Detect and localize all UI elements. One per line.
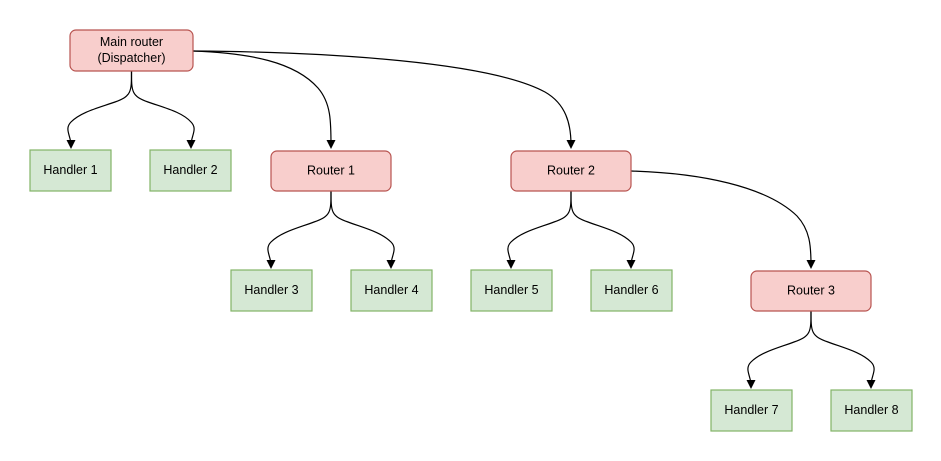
node-handler-4[interactable]: Handler 4 <box>350 269 433 312</box>
node-handler-3[interactable]: Handler 3 <box>230 269 313 312</box>
node-label: Handler 8 <box>844 403 898 417</box>
node-handler-7[interactable]: Handler 7 <box>710 389 793 432</box>
edge-line <box>192 50 332 146</box>
edge-main-router-to-handler-1 <box>66 70 133 149</box>
edge-main-router-to-router-2 <box>192 50 576 149</box>
edge-line <box>67 70 133 146</box>
arrow-head-icon <box>186 140 196 149</box>
edge-line <box>130 70 195 146</box>
node-label: Main router <box>100 35 163 49</box>
edges-layer <box>66 50 876 389</box>
edge-line <box>330 190 395 266</box>
edge-line <box>507 190 572 266</box>
node-box-router[interactable] <box>69 29 194 72</box>
node-label: Handler 5 <box>484 283 538 297</box>
node-box-handler[interactable] <box>470 269 553 312</box>
node-label: Router 3 <box>787 283 835 297</box>
arrow-head-icon <box>506 260 516 269</box>
node-router-3[interactable]: Router 3 <box>750 270 872 312</box>
edge-main-router-to-router-1 <box>192 50 336 149</box>
arrow-head-icon <box>566 140 576 149</box>
node-router-1[interactable]: Router 1 <box>270 150 392 192</box>
edge-router-2-to-handler-6 <box>570 190 636 269</box>
node-box-handler[interactable] <box>830 389 913 432</box>
edge-router-1-to-handler-4 <box>330 190 396 269</box>
edge-main-router-to-handler-2 <box>130 70 196 149</box>
node-box-handler[interactable] <box>230 269 313 312</box>
nodes-layer: Main router (Dispatcher) Handler 1 Handler … <box>29 29 913 432</box>
arrow-head-icon <box>386 260 396 269</box>
node-main-router[interactable]: Main router (Dispatcher) <box>69 29 194 72</box>
node-label: Handler 1 <box>43 163 97 177</box>
node-box-router[interactable] <box>750 270 872 312</box>
node-label: Handler 7 <box>724 403 778 417</box>
arrow-head-icon <box>866 380 876 389</box>
node-handler-1[interactable]: Handler 1 <box>29 149 112 192</box>
node-box-handler[interactable] <box>149 149 232 192</box>
edge-line <box>630 170 812 266</box>
node-label: (Dispatcher) <box>97 51 165 65</box>
edge-router-3-to-handler-7 <box>746 310 812 389</box>
node-label: Router 1 <box>307 163 355 177</box>
node-label: Handler 4 <box>364 283 418 297</box>
arrow-head-icon <box>326 140 336 149</box>
edge-line <box>267 190 332 266</box>
node-label: Handler 3 <box>244 283 298 297</box>
edge-line <box>747 310 812 386</box>
arrow-head-icon <box>626 260 636 269</box>
node-box-router[interactable] <box>270 150 392 192</box>
edge-line <box>810 310 875 386</box>
edge-router-2-to-handler-5 <box>506 190 572 269</box>
node-box-handler[interactable] <box>29 149 112 192</box>
arrow-head-icon <box>66 140 76 149</box>
arrow-head-icon <box>266 260 276 269</box>
node-box-handler[interactable] <box>710 389 793 432</box>
node-handler-6[interactable]: Handler 6 <box>590 269 673 312</box>
arrow-head-icon <box>806 260 816 269</box>
arrow-head-icon <box>746 380 756 389</box>
node-handler-2[interactable]: Handler 2 <box>149 149 232 192</box>
edge-line <box>570 190 635 266</box>
node-handler-5[interactable]: Handler 5 <box>470 269 553 312</box>
edge-router-1-to-handler-3 <box>266 190 332 269</box>
edge-router-2-to-router-3 <box>630 170 816 269</box>
edge-line <box>192 50 572 146</box>
node-handler-8[interactable]: Handler 8 <box>830 389 913 432</box>
node-box-router[interactable] <box>510 150 632 192</box>
node-label: Handler 6 <box>604 283 658 297</box>
node-label: Handler 2 <box>163 163 217 177</box>
node-box-handler[interactable] <box>350 269 433 312</box>
node-router-2[interactable]: Router 2 <box>510 150 632 192</box>
edge-router-3-to-handler-8 <box>810 310 876 389</box>
node-box-handler[interactable] <box>590 269 673 312</box>
node-label: Router 2 <box>547 163 595 177</box>
